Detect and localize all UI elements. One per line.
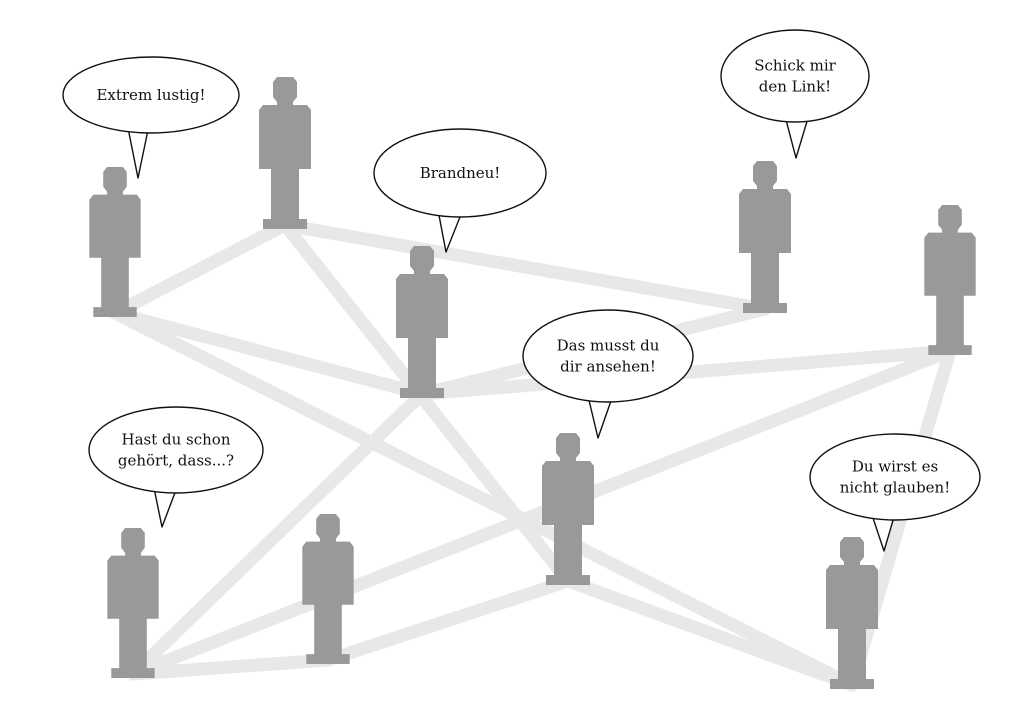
- person-icon: [924, 205, 976, 355]
- speech-bubble-text: Brandneu!: [420, 164, 501, 182]
- connection-line: [278, 218, 772, 316]
- speech-bubble-text: nicht glauben!: [840, 479, 951, 497]
- speech-bubble-du-wirst-es: Du wirst es nicht glauben!: [809, 433, 981, 552]
- speech-bubble-outline: [522, 309, 694, 403]
- speech-bubbles-layer: Extrem lustig! Brandneu! Schick mir den Lin…: [62, 29, 981, 552]
- connection-line: [108, 306, 859, 692]
- people-layer: [89, 77, 976, 689]
- person-icon: [107, 528, 159, 678]
- speech-bubble-seam: [439, 207, 461, 213]
- speech-bubble-hast-du-schon: Hast du schon gehört, dass...?: [88, 406, 264, 528]
- speech-bubble-brandneu: Brandneu!: [373, 128, 547, 253]
- person-icon: [89, 167, 141, 317]
- speech-bubble-text: Hast du schon: [122, 431, 231, 449]
- connection-line: [108, 218, 292, 320]
- person-icon: [542, 433, 594, 585]
- speech-bubble-text: Schick mir: [754, 57, 836, 75]
- connection-line: [126, 344, 957, 681]
- person-icon: [396, 246, 448, 398]
- speech-bubble-schick-mir-den-link: Schick mir den Link!: [720, 29, 870, 159]
- connection-line: [561, 574, 859, 692]
- connection-line: [108, 306, 429, 401]
- speech-bubble-seam: [129, 125, 147, 131]
- connection-line: [126, 653, 335, 681]
- speech-bubble-tail: [153, 487, 177, 528]
- speech-bubble-text: Das musst du: [557, 337, 660, 355]
- speech-bubble-outline: [809, 433, 981, 521]
- speech-bubble-tail: [127, 127, 149, 179]
- person-icon: [302, 514, 354, 664]
- speech-bubble-seam: [589, 393, 611, 399]
- speech-bubble-text: Du wirst es: [852, 458, 938, 476]
- speech-bubble-seam: [786, 113, 807, 119]
- speech-bubble-das-musst-du: Das musst du dir ansehen!: [522, 309, 694, 439]
- speech-bubble-outline: [373, 128, 547, 218]
- speech-bubble-outline: [720, 29, 870, 123]
- person-icon: [826, 537, 878, 689]
- speech-bubble-seam: [155, 485, 175, 491]
- speech-bubble-text: Extrem lustig!: [96, 86, 205, 104]
- connection-line: [126, 387, 429, 681]
- connection-line: [321, 574, 575, 667]
- speech-bubble-text: dir ansehen!: [560, 358, 656, 376]
- person-icon: [259, 77, 311, 229]
- speech-bubble-outline: [88, 406, 264, 494]
- speech-bubble-outline: [62, 56, 240, 134]
- speech-bubble-extrem-lustig: Extrem lustig!: [62, 56, 240, 179]
- person-icon: [739, 161, 791, 313]
- speech-bubble-seam: [873, 512, 893, 518]
- speech-bubble-text: gehört, dass...?: [118, 452, 234, 470]
- speech-bubble-text: den Link!: [759, 78, 831, 96]
